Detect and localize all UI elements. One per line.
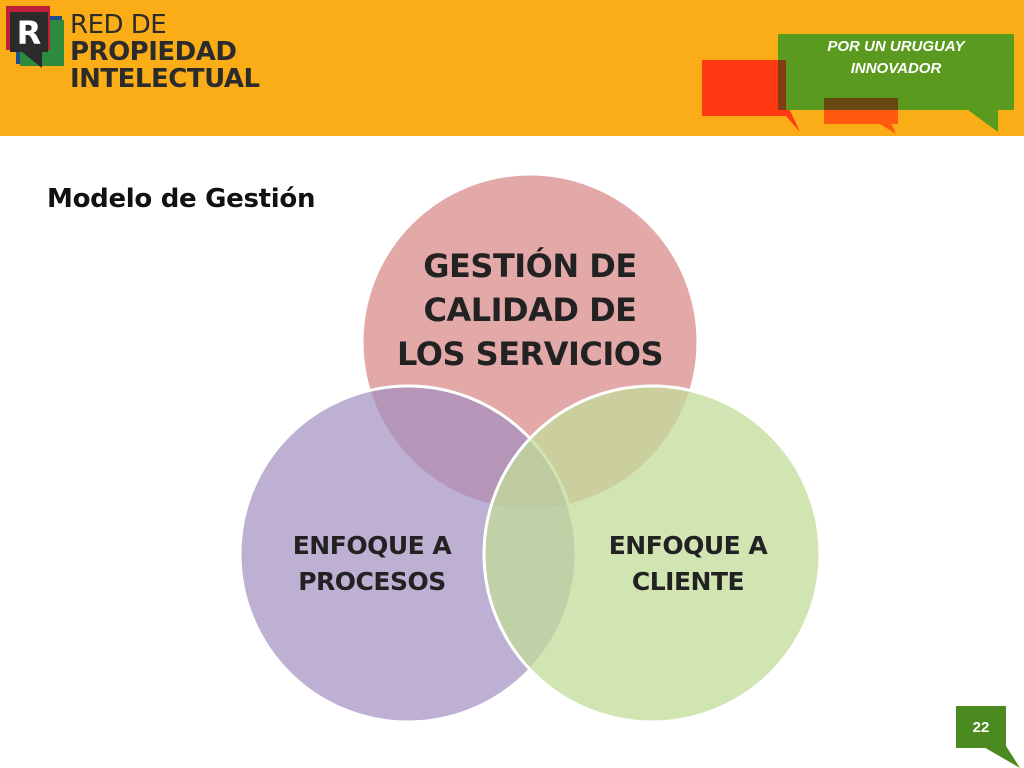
label-processes-line-1: ENFOQUE A [292,531,452,560]
page-number-badge: 22 [956,706,1006,748]
label-client-line-1: ENFOQUE A [608,531,768,560]
label-quality-line-2: CALIDAD DE [423,291,638,329]
label-client: ENFOQUE A CLIENTE [578,528,798,600]
label-quality-line-3: LOS SERVICIOS [397,335,664,373]
logo-line-1: RED DE [70,10,167,40]
tagline-line-2: INNOVADOR [850,60,942,77]
logo-line-3: INTELECTUAL [70,64,260,94]
label-processes-line-2: PROCESOS [298,567,446,596]
green-speech-bubble-icon [778,34,1014,132]
speech-bubbles-graphic [702,34,1014,134]
slide-title: Modelo de Gestión [47,184,316,214]
logo-text: RED DE PROPIEDAD INTELECTUAL [70,12,260,93]
label-quality-line-1: GESTIÓN DE [423,247,637,285]
logo-letter: R [17,14,42,52]
page-number-tail-icon [982,746,1020,768]
label-processes: ENFOQUE A PROCESOS [262,528,482,600]
logo-line-2: PROPIEDAD [70,37,237,67]
tagline-line-1: POR UN URUGUAY [827,38,965,55]
venn-circle-client [482,384,822,724]
logo-mark-icon: R [6,6,64,68]
header-banner: R RED DE PROPIEDAD INTELECTUAL POR UN UR… [0,0,1024,136]
label-quality-services: GESTIÓN DE CALIDAD DE LOS SERVICIOS [380,244,680,376]
label-client-line-2: CLIENTE [631,567,745,596]
tagline: POR UN URUGUAY INNOVADOR [780,36,1012,80]
red-speech-bubble-icon [702,60,800,132]
